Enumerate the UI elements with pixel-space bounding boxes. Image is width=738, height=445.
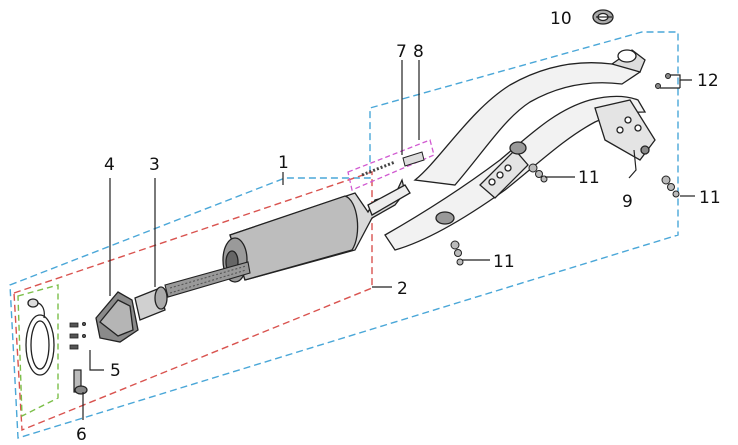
callout-9: 9	[622, 192, 633, 212]
muffler-body	[222, 178, 411, 283]
nut-washer-11b	[661, 175, 680, 198]
bolt	[73, 369, 88, 395]
callout-6: 6	[76, 425, 87, 445]
callout-5: 5	[110, 361, 121, 381]
callout-11-lower: 11	[493, 252, 515, 272]
callout-10: 10	[550, 9, 572, 29]
callout-11-right: 11	[699, 188, 721, 208]
spring-and-gasket	[361, 151, 425, 177]
end-cap	[95, 291, 139, 343]
assembly-outline-green	[17, 284, 59, 418]
callout-2: 2	[397, 279, 408, 299]
assembly-outline-magenta	[347, 139, 435, 191]
clamp-screws	[69, 321, 87, 350]
assembly-outline-red	[13, 171, 373, 432]
callout-7: 7	[396, 42, 407, 62]
callout-8: 8	[413, 42, 424, 62]
silencer-insert	[134, 286, 168, 321]
callout-4: 4	[104, 155, 115, 175]
assembly-outline-blue	[9, 31, 679, 439]
nut-washer-11c	[450, 240, 464, 266]
header-pipes	[384, 49, 656, 251]
callout-11-upper: 11	[578, 168, 600, 188]
clamp-ring	[25, 298, 55, 376]
callout-1: 1	[278, 153, 289, 173]
nut-washer-11a	[528, 163, 548, 183]
fasteners-12	[655, 73, 671, 89]
leader-lines	[82, 16, 695, 420]
callout-3: 3	[149, 155, 160, 175]
callout-12: 12	[697, 71, 719, 91]
